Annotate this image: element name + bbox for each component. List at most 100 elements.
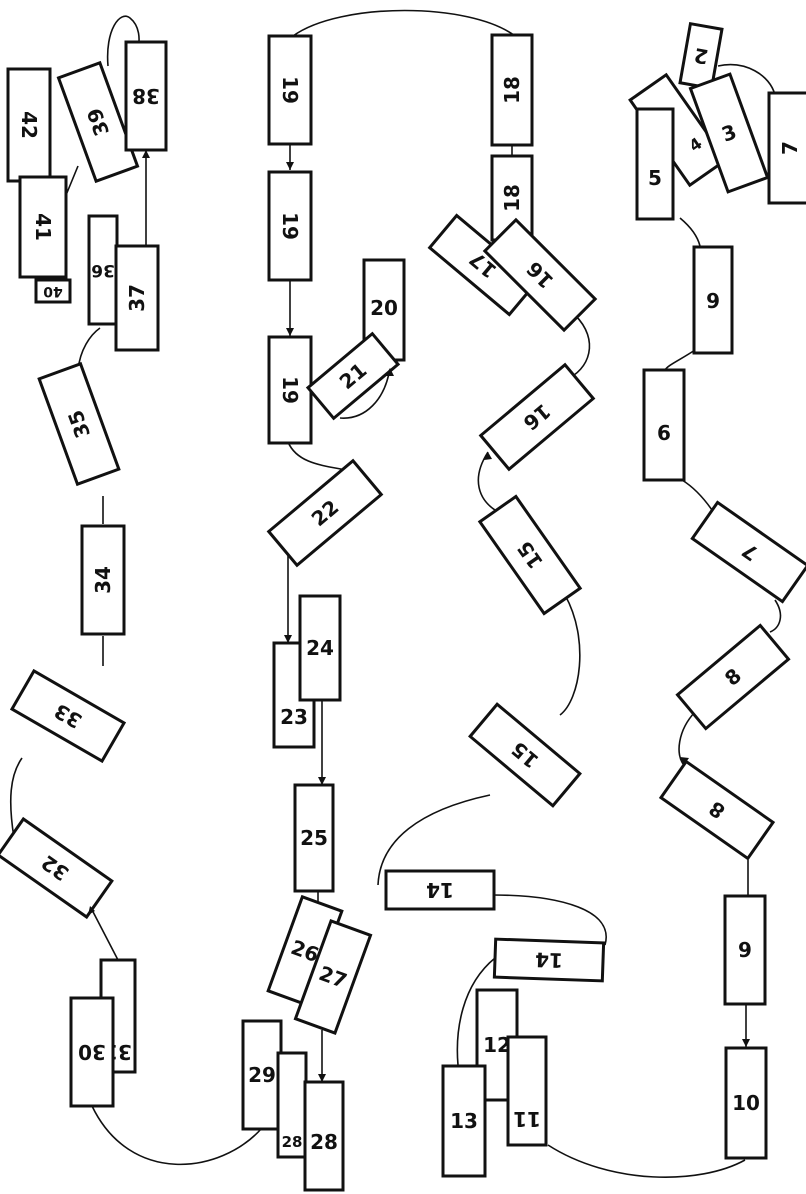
arrowhead <box>680 757 689 765</box>
arrowhead <box>385 368 394 376</box>
connector-8-6 <box>678 711 696 766</box>
block-15: 15 <box>477 494 583 616</box>
block-label: 19 <box>278 376 302 404</box>
block-8-middle: 8 <box>658 759 776 861</box>
block-label: 5 <box>648 166 662 190</box>
arrowhead <box>284 635 292 643</box>
block-label: 34 <box>91 566 115 594</box>
block-14: 14 <box>384 869 496 911</box>
block-label: 11 <box>513 1107 541 1131</box>
connector-15-14 <box>377 794 491 886</box>
block-label: 19 <box>278 212 302 240</box>
block-label: 9 <box>738 938 752 962</box>
block-label: 14 <box>426 878 454 902</box>
block-label: 42 <box>17 111 41 139</box>
block-22: 22 <box>266 458 384 568</box>
block-label: 41 <box>31 213 55 241</box>
block-3: 3 <box>688 72 770 194</box>
block-label: 30 <box>78 1040 106 1064</box>
block-6-top: 6 <box>692 245 734 355</box>
block-label: 29 <box>248 1063 276 1087</box>
connector-2-7 <box>717 63 776 96</box>
block-37: 37 <box>114 244 160 352</box>
connector-15-15 <box>559 594 581 716</box>
block-label: 37 <box>125 284 149 312</box>
connector-31-32 <box>89 905 119 961</box>
block-28-right: 28 <box>303 1080 345 1192</box>
block-label: 20 <box>370 296 398 320</box>
block-15-lower: 15 <box>468 702 582 808</box>
block-29: 29 <box>241 1019 283 1131</box>
block-18-top: 18 <box>490 33 534 147</box>
block-38: 38 <box>124 40 168 152</box>
connector-7-8 <box>769 599 782 633</box>
block-8-upper: 8 <box>675 623 791 731</box>
block-9: 9 <box>723 894 767 1006</box>
block-label: 18 <box>500 76 524 104</box>
block-6-middle: 6 <box>642 368 686 482</box>
connectors <box>9 9 782 1178</box>
block-28-left: 28 <box>276 1051 308 1159</box>
block-26: 26 <box>266 894 344 1008</box>
connector-19-18 <box>292 9 516 37</box>
block-7-lower: 7 <box>690 500 806 604</box>
block-label: 10 <box>732 1091 760 1115</box>
connector-9-6 <box>664 349 696 371</box>
block-19-top: 19 <box>267 34 313 146</box>
block-30: 30 <box>69 996 115 1108</box>
block-10: 10 <box>724 1046 768 1160</box>
block-label: 28 <box>310 1130 338 1154</box>
block-label: 14 <box>535 948 564 973</box>
block-label: 2 <box>692 43 710 69</box>
block-label: 23 <box>280 705 308 729</box>
block-label: 18 <box>500 184 524 212</box>
connector-32-33 <box>9 757 23 839</box>
block-25: 25 <box>293 783 335 893</box>
connector-21-20 <box>339 367 391 419</box>
block-16-top: 16 <box>482 217 598 333</box>
block-16-middle: 16 <box>478 362 596 472</box>
block-36: 36 <box>87 214 119 326</box>
block-label: 40 <box>43 283 63 299</box>
block-label: 7 <box>778 141 802 155</box>
block-label: 12 <box>483 1033 511 1057</box>
block-label: 6 <box>657 421 671 445</box>
block-11: 11 <box>506 1035 548 1147</box>
block-label: 28 <box>282 1133 303 1151</box>
arrowhead <box>88 906 95 915</box>
arrowhead <box>742 1039 750 1047</box>
block-42: 42 <box>6 67 52 183</box>
connector-5-9 <box>679 217 701 247</box>
block-34: 34 <box>80 524 126 636</box>
block-label: 36 <box>91 260 115 280</box>
block-35: 35 <box>37 361 121 487</box>
connector-11-10 <box>547 1144 746 1178</box>
connector-39-38 <box>106 15 140 67</box>
block-label: 24 <box>306 636 334 660</box>
connector-14-14 <box>492 894 607 946</box>
arrowhead <box>318 1074 326 1082</box>
block-13: 13 <box>441 1064 487 1178</box>
block-label: 13 <box>450 1109 478 1133</box>
block-40: 40 <box>34 278 72 304</box>
block-label: 6 <box>706 288 720 312</box>
block-label: 19 <box>278 76 302 104</box>
block-14-lower: 14 <box>492 937 606 983</box>
block-33: 33 <box>9 668 127 764</box>
block-5: 5 <box>635 107 675 221</box>
block-32: 32 <box>0 816 114 920</box>
connector-6-7 <box>681 479 713 511</box>
block-21: 21 <box>305 331 401 421</box>
block-27: 27 <box>293 919 373 1035</box>
block-label: 25 <box>300 826 328 850</box>
block-label: 38 <box>132 84 160 108</box>
block-24: 24 <box>298 594 342 702</box>
arrowhead <box>286 328 294 336</box>
block-41: 41 <box>18 175 68 279</box>
block-39: 39 <box>56 60 140 184</box>
arrowhead <box>286 162 294 170</box>
block-19-middle: 19 <box>267 170 313 282</box>
connector-29-30 <box>91 1105 263 1166</box>
